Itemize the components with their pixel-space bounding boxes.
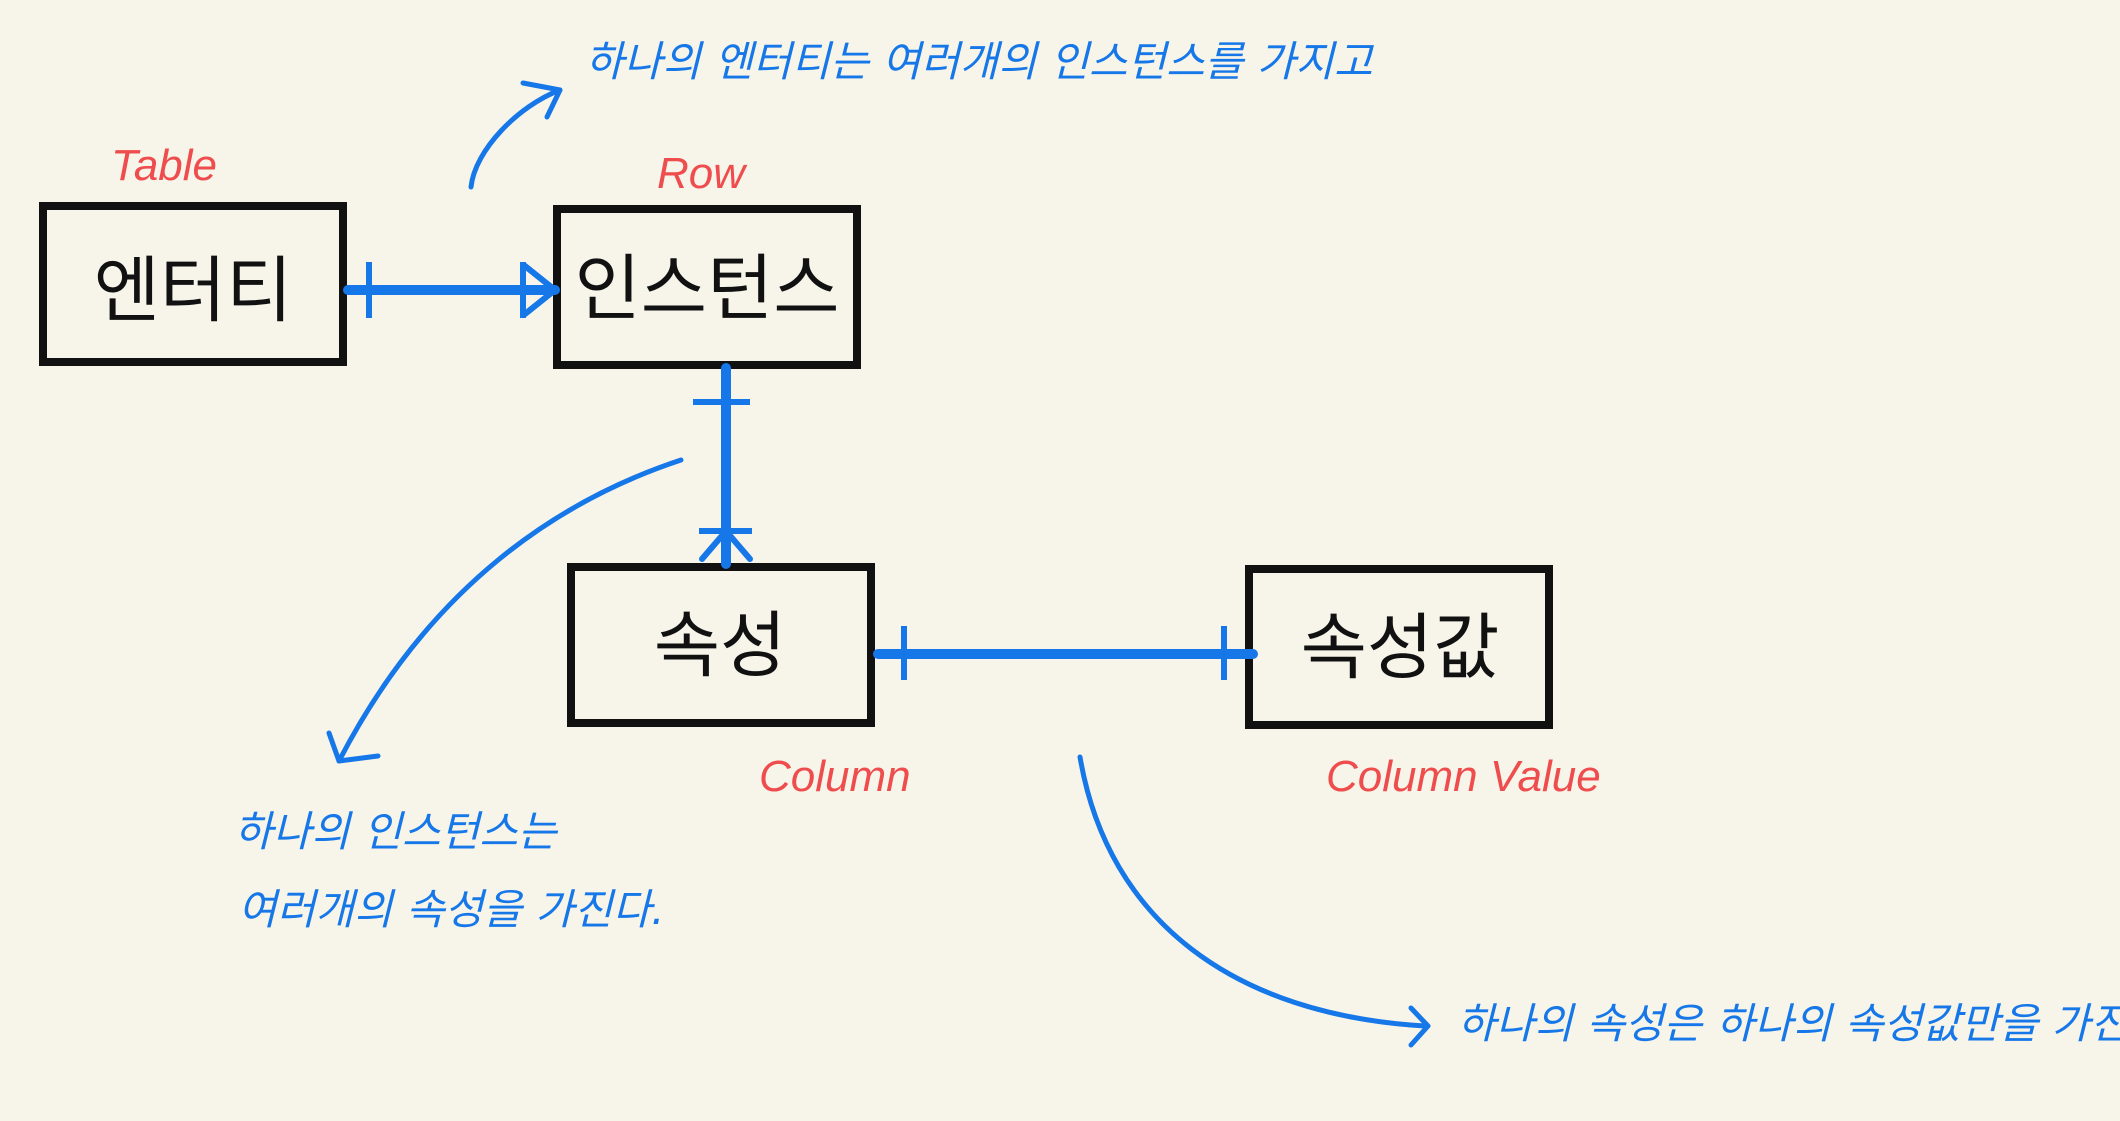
curved-arrow-icon <box>336 457 684 764</box>
attribute-box <box>567 563 875 727</box>
attribute-value-title: 속성값 <box>1301 606 1500 690</box>
arrowhead-icon <box>520 80 563 120</box>
annotation-arrow-entity-instance <box>468 80 563 190</box>
relationship-attribute-attribute-value <box>873 626 1258 680</box>
note-entity-instance: 하나의 엔터티는 여러개의 인스턴스를 가지고 <box>585 37 1375 86</box>
crow-foot-icon <box>699 528 753 562</box>
instance-title: 인스턴스 <box>575 247 840 331</box>
entity-node-entity: 엔터티 <box>39 202 347 366</box>
crow-foot-icon <box>522 263 558 317</box>
annotation-arrow-instance-attribute <box>326 457 684 764</box>
attribute-value-label: Column Value <box>1326 752 1601 801</box>
relationship-entity-instance <box>343 262 560 318</box>
entity-node-attribute-value: 속성값 <box>1245 565 1553 729</box>
entity-node-attribute: 속성 <box>567 563 875 727</box>
entity-box <box>39 202 347 366</box>
note-instance-attribute-line1: 하나의 인스턴스는 <box>234 807 559 856</box>
entity-title: 엔터티 <box>94 249 293 333</box>
curved-arrow-icon <box>1077 754 1428 1029</box>
arrowhead-icon <box>1408 1005 1431 1048</box>
instance-label: Row <box>657 149 748 198</box>
attribute-title: 속성 <box>654 604 786 688</box>
curved-arrow-icon <box>468 87 563 190</box>
relationship-instance-attribute <box>693 363 753 569</box>
arrowhead-icon <box>326 730 381 764</box>
note-attribute-value: 하나의 속성은 하나의 속성값만을 가진다. <box>1457 999 2120 1048</box>
entity-node-instance: 인스턴스 <box>553 205 861 369</box>
note-instance-attribute-line2: 여러개의 속성을 가진다. <box>238 885 664 934</box>
attribute-label: Column <box>759 752 911 801</box>
annotation-arrow-attribute-value <box>1077 754 1431 1048</box>
entity-label: Table <box>111 141 217 190</box>
attribute-value-box <box>1245 565 1553 729</box>
